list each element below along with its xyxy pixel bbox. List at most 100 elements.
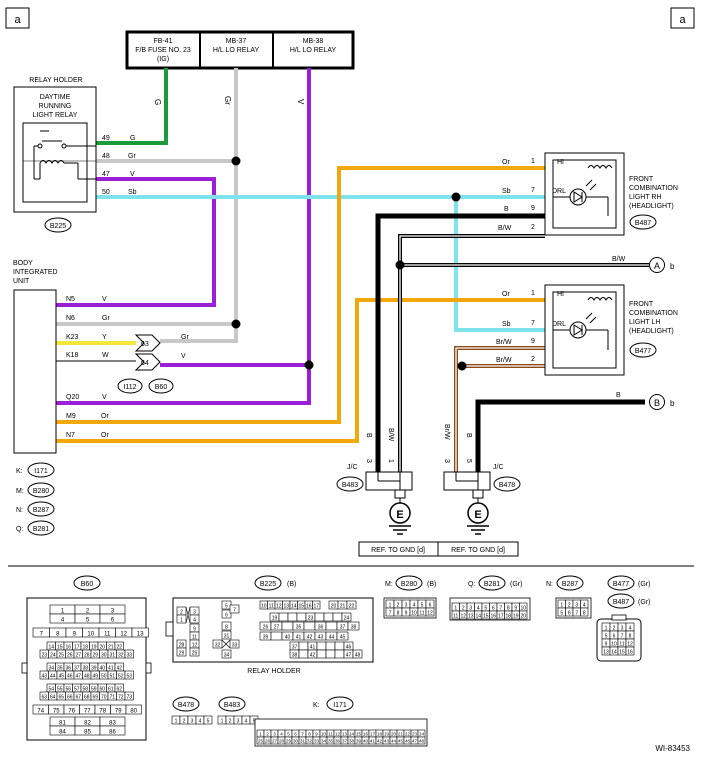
b281-view-callout [478,575,506,591]
svg-text:46: 46 [405,738,411,743]
svg-text:1: 1 [180,617,183,623]
svg-text:22: 22 [349,603,355,609]
i171-view-label: I171 [333,702,347,709]
svg-text:11: 11 [104,631,111,637]
svg-text:85: 85 [84,729,91,735]
svg-text:2: 2 [180,609,183,615]
fuse-fb41-ig: (IG) [157,56,169,63]
svg-text:1: 1 [605,625,608,631]
connector-b483-callout [336,476,364,492]
svg-text:45: 45 [398,738,404,743]
svg-text:23: 23 [412,731,418,736]
svg-text:20: 20 [331,603,337,609]
b225-view-suffix: (B) [287,581,296,588]
relay-holder-box [13,86,97,213]
relay-body [22,122,88,203]
svg-text:19: 19 [384,731,390,736]
svg-text:10: 10 [611,641,617,647]
svg-text:B281: B281 [33,526,49,533]
svg-text:40: 40 [285,634,291,640]
b280-view-label: B280 [401,581,417,588]
ref-gnd-right: REF. TO GND [d] [451,547,505,554]
svg-text:61: 61 [108,686,114,692]
svg-text:22: 22 [116,644,122,650]
svg-text:47: 47 [346,652,352,658]
svg-text:43: 43 [384,738,390,743]
svg-text:13: 13 [137,631,144,637]
svg-text:21: 21 [340,603,346,609]
svg-text:1: 1 [454,605,457,611]
svg-text:36: 36 [65,665,71,671]
corner-letter-left: a [14,14,21,26]
svg-text:46: 46 [346,644,352,650]
wire-violet-q20 [56,68,311,405]
connector-i112-callout [117,378,143,394]
svg-text:8: 8 [56,631,60,637]
svg-text:12: 12 [460,613,466,619]
svg-text:72: 72 [118,694,124,700]
svg-text:28: 28 [279,738,285,743]
wire-black-b-offpage [475,399,645,472]
relay-pin-48-color: Gr [128,153,136,160]
svg-text:56: 56 [65,686,71,692]
svg-text:1: 1 [175,718,178,724]
rh-wire-or: Or [502,159,510,166]
svg-text:10: 10 [87,631,94,637]
svg-text:31: 31 [224,633,230,639]
biu-pin-n6: N6 [66,315,75,322]
svg-text:9: 9 [405,610,408,616]
svg-text:35: 35 [57,665,63,671]
svg-text:1: 1 [389,602,392,608]
svg-text:47: 47 [412,738,418,743]
wire-black-rh [375,213,545,472]
svg-text:57: 57 [74,686,80,692]
headlight-lh-hi: HI [557,291,564,298]
svg-text:34: 34 [48,665,54,671]
svg-text:5: 5 [484,605,487,611]
offpage-a-letter: A [654,261,660,271]
headlight-rh-title2: COMBINATION [629,185,678,192]
svg-text:4: 4 [583,602,586,608]
svg-text:Q:: Q: [16,526,23,533]
svg-text:49: 49 [92,673,98,679]
biu-box [13,289,57,454]
wire-label-g: G [153,99,162,105]
biu-title-line2: INTEGRATED [13,269,58,276]
biu-pin-n7: N7 [66,432,75,439]
svg-text:16: 16 [306,603,312,609]
svg-text:20: 20 [520,613,526,619]
svg-text:29: 29 [179,650,185,656]
jc-right-wire-b: B [465,433,472,438]
offpage-a-wire: B/W [612,256,626,263]
biu-pin-n5-color: V [102,296,107,303]
svg-text:4: 4 [413,602,416,608]
biu-pin-n5: N5 [66,296,75,303]
svg-text:58: 58 [82,686,88,692]
svg-text:4: 4 [280,731,283,736]
svg-text:7: 7 [499,605,502,611]
svg-text:13: 13 [283,603,289,609]
svg-text:37: 37 [342,738,348,743]
svg-text:2: 2 [397,602,400,608]
svg-text:66: 66 [67,694,73,700]
rh-pin-2: 2 [531,224,535,231]
b281-view-suffix: (Gr) [510,581,522,588]
svg-text:64: 64 [50,694,56,700]
svg-text:32: 32 [215,642,221,648]
svg-text:7: 7 [389,610,392,616]
svg-text:83: 83 [109,720,116,726]
jc-left-pin-1: 1 [387,459,394,463]
svg-text:14: 14 [611,649,617,655]
svg-text:26: 26 [67,652,73,658]
svg-text:7: 7 [621,633,624,639]
relay-holder-title: RELAY HOLDER [29,77,82,84]
svg-text:33: 33 [314,738,320,743]
svg-text:1: 1 [221,718,224,724]
svg-text:46: 46 [67,673,73,679]
svg-text:10: 10 [261,603,267,609]
svg-text:39: 39 [263,634,269,640]
svg-text:42: 42 [310,652,316,658]
lh-wire-brw-2: Br/W [496,357,512,364]
